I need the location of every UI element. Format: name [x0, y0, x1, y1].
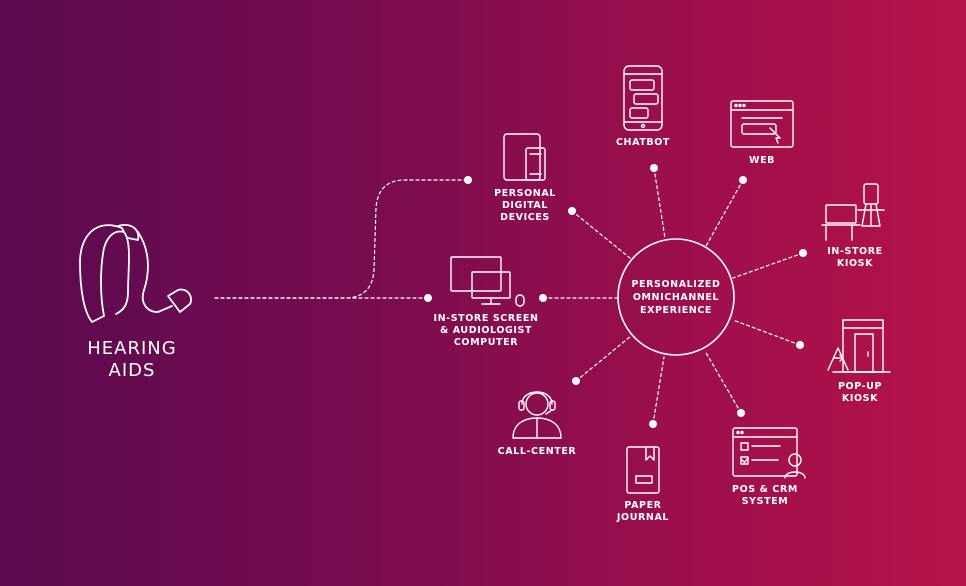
- popup-store-icon: [827, 319, 891, 373]
- tablet-phone-icon: [503, 133, 546, 181]
- label-paper-journal: PAPER JOURNAL: [616, 500, 670, 523]
- label-in-store-screen: IN-STORE SCREEN & AUDIOLOGIST COMPUTER: [433, 313, 539, 348]
- pos-crm-icon: [732, 427, 806, 479]
- label-in-store-kiosk: IN-STORE KIOSK: [827, 246, 883, 269]
- connector-spoke-callcenter: [575, 335, 632, 382]
- hearing-aids-label: HEARING AIDS: [87, 338, 177, 381]
- connectors: [214, 167, 804, 425]
- headset-agent-icon: [512, 391, 562, 439]
- label-chatbot: CHATBOT: [615, 137, 670, 148]
- label-pop-up-kiosk: POP-UP KIOSK: [837, 381, 883, 404]
- connector-hearing-aids: [214, 179, 469, 299]
- endpoint-dots: [424, 164, 807, 428]
- connector-spoke-chatbot: [653, 167, 666, 239]
- label-pos-crm: POS & CRM SYSTEM: [732, 484, 798, 507]
- connector-spoke-popup: [732, 319, 801, 346]
- label-web: WEB: [748, 155, 775, 166]
- journal-icon: [626, 446, 660, 494]
- monitors-icon: [450, 256, 525, 307]
- connector-spoke-web: [705, 179, 744, 247]
- label-personal-devices: PERSONAL DIGITAL DEVICES: [494, 188, 556, 223]
- center-label: PERSONALIZED OMNICHANNEL EXPERIENCE: [631, 279, 721, 316]
- connector-spoke-kiosk: [732, 252, 804, 279]
- center-node: [617, 238, 735, 356]
- connector-spoke-devices: [571, 210, 631, 259]
- chat-phone-icon: [623, 65, 663, 131]
- connector-spoke-journal: [652, 356, 665, 425]
- kiosk-icon: [821, 183, 885, 241]
- label-call-center: CALL-CENTER: [497, 446, 577, 457]
- connector-spoke-pos: [704, 350, 742, 414]
- hearing-aid-icon: [79, 224, 192, 323]
- browser-window-icon: [730, 100, 794, 148]
